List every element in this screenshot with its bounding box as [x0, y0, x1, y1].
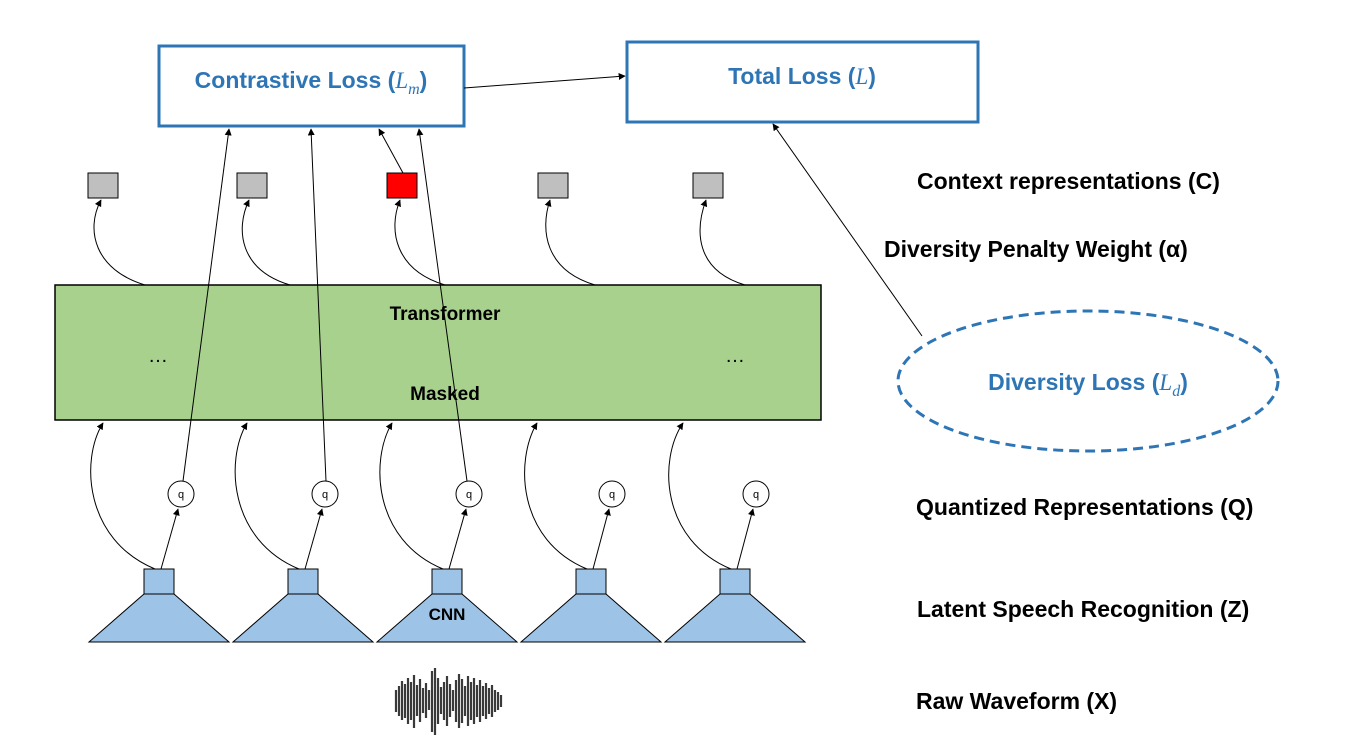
raw-waveform-label: Raw Waveform (X)	[916, 688, 1117, 714]
cnn-encoder-2	[231, 568, 375, 643]
context-token-2	[236, 172, 268, 199]
quantizer-circle-3	[455, 480, 483, 508]
cnn-body-2	[231, 593, 375, 643]
quantizer-4: q	[598, 480, 626, 508]
transformer-to-context-arrow-4	[544, 199, 596, 286]
transformer-masked-label: Masked	[410, 384, 480, 405]
transformer-to-context-arrow-5	[699, 199, 746, 286]
quantizer-label-4: q	[609, 489, 615, 501]
latent-to-transformer-arrow-1	[90, 422, 156, 570]
cnn-encoder-1	[87, 568, 231, 643]
quantizer-circle-1	[167, 480, 195, 508]
cnn-encoder-5	[663, 568, 807, 643]
diversity-penalty-label: Diversity Penalty Weight (α)	[884, 236, 1188, 262]
diversity-to-total-arrow	[772, 123, 923, 337]
context-representations-label: Context representations (C)	[917, 168, 1220, 194]
cnn-body-1	[87, 593, 231, 643]
quantizer-label-1: q	[178, 489, 184, 501]
quantizer-1: q	[167, 480, 195, 508]
cnn-latent-4	[575, 568, 607, 595]
diversity-loss-ellipse	[896, 309, 1280, 453]
transformer-to-context-arrow-3	[394, 199, 446, 286]
quantizer-label-2: q	[322, 489, 328, 501]
context-token-5	[692, 172, 724, 199]
cnn-latent-5	[719, 568, 751, 595]
transformer-to-context-arrow-2	[241, 199, 291, 286]
quantizer-circle-5	[742, 480, 770, 508]
cnn-body-5	[663, 593, 807, 643]
context-token-3-masked	[386, 172, 418, 199]
latent-to-transformer-arrow-4	[524, 422, 588, 570]
quantizer-label-5: q	[753, 489, 759, 501]
quantizer-5: q	[742, 480, 770, 508]
total-loss-box	[625, 40, 980, 124]
context-token-1	[87, 172, 119, 199]
contrastive-to-total-arrow	[463, 72, 626, 89]
quantizer-3: q	[455, 480, 483, 508]
cnn-encoder-3: CNN	[375, 568, 519, 643]
context-token-4	[537, 172, 569, 199]
cnn-body-4	[519, 593, 663, 643]
latent-to-transformer-arrow-2	[234, 422, 300, 570]
cnn-label: CNN	[429, 605, 466, 624]
transformer-block	[54, 284, 822, 421]
transformer-title: Transformer	[390, 304, 501, 325]
latent-to-transformer-arrow-5	[668, 422, 732, 570]
cnn-latent-3	[431, 568, 463, 595]
cnn-latent-2	[287, 568, 319, 595]
diversity-loss-label: Diversity Loss (Ld)	[988, 369, 1188, 400]
quantizer-circle-2	[311, 480, 339, 508]
contrastive-loss-box	[157, 44, 466, 128]
contrastive-loss-label: Contrastive Loss (Lm)	[195, 67, 428, 98]
latent-to-quantizer-arrow-1	[160, 508, 180, 570]
quantized-representations-label: Quantized Representations (Q)	[916, 494, 1253, 520]
total-loss-label: Total Loss (L)	[728, 63, 876, 89]
latent-to-quantizer-arrow-3	[448, 508, 468, 570]
quantizer-2-to-contrastive-arrow	[307, 128, 327, 482]
quantizer-circle-4	[598, 480, 626, 508]
latent-to-quantizer-arrow-2	[304, 508, 324, 570]
latent-to-quantizer-arrow-5	[736, 508, 755, 570]
quantizer-1-to-contrastive-arrow	[182, 128, 232, 482]
quantizer-2: q	[311, 480, 339, 508]
latent-to-transformer-arrow-3	[379, 422, 444, 570]
ellipsis-left: …	[148, 345, 168, 367]
latent-to-quantizer-arrow-4	[592, 508, 611, 570]
cnn-latent-1	[143, 568, 175, 595]
quantizer-3-to-contrastive-arrow	[416, 128, 468, 482]
ellipsis-right: …	[725, 345, 745, 367]
masked-token-to-contrastive-arrow	[378, 128, 404, 174]
cnn-encoder-4	[519, 568, 663, 643]
transformer-to-context-arrow-1	[93, 199, 146, 286]
quantizer-label-3: q	[466, 489, 472, 501]
latent-speech-label: Latent Speech Recognition (Z)	[917, 596, 1249, 622]
raw-waveform-image	[394, 668, 503, 735]
